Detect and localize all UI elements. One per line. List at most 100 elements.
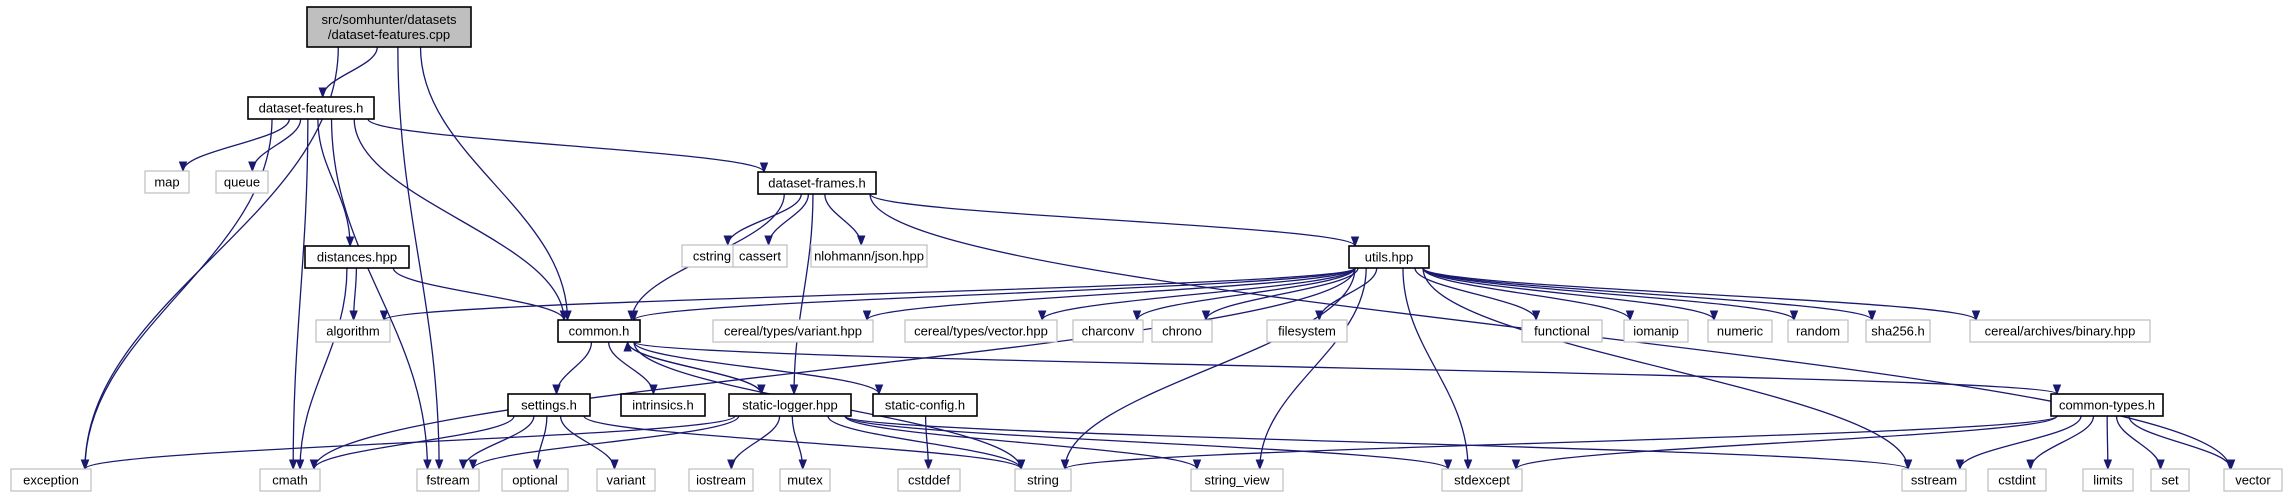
arrowhead-static_logger_hpp-to-fstream (468, 459, 478, 471)
arrowhead-common_types_h-to-limits (2103, 459, 2113, 471)
node-cmath: cmath (259, 468, 321, 492)
edge-utils_hpp-to-algorithm (383, 267, 1356, 321)
node-queue: queue (215, 170, 269, 194)
node-set: set (2150, 468, 2190, 492)
node-label-vector: vector (2235, 473, 2271, 488)
arrowhead-root-to-dataset_features_h (318, 87, 327, 99)
arrowhead-static_logger_hpp-to-exception (80, 459, 90, 471)
node-box-distances_hpp (304, 245, 410, 269)
node-box-string (1014, 468, 1072, 492)
node-static_config_h[interactable]: static-config.h (872, 393, 978, 417)
node-box-queue (215, 170, 269, 194)
node-charconv: charconv (1072, 319, 1144, 343)
arrowhead-common_h-to-intrinsics_h (649, 384, 658, 396)
node-box-cereal_variant (712, 319, 874, 343)
arrowhead-dataset_features_h-to-map (178, 161, 188, 173)
node-box-charconv (1072, 319, 1144, 343)
node-label-exception: exception (23, 473, 79, 488)
edge-static_logger_hpp-to-string (827, 415, 1022, 470)
node-box-optional (501, 468, 569, 492)
edge-dataset_frames_h-to-json_hpp (824, 193, 862, 246)
arrowhead-common_types_h-to-sstream (1955, 459, 1965, 471)
node-box-root (306, 6, 472, 48)
node-box-mutex (779, 468, 831, 492)
node-label-map: map (154, 175, 179, 190)
node-intrinsics_h[interactable]: intrinsics.h (620, 393, 706, 417)
arrowhead-dataset_frames_h-to-json_hpp (856, 235, 866, 247)
edge-settings_h-to-string (583, 415, 1022, 470)
node-box-utils_hpp (1348, 245, 1430, 269)
edge-common_types_h-to-cstdint (2029, 415, 2095, 470)
node-label-cereal_variant: cereal/types/variant.hpp (724, 324, 862, 339)
edge-common_h-to-settings_h (555, 341, 593, 395)
node-sha256_h: sha256.h (1865, 319, 1931, 343)
node-label-cstring: cstring (693, 249, 731, 264)
node-dataset_features_h[interactable]: dataset-features.h (247, 96, 375, 120)
node-label-cstddef: cstddef (908, 473, 950, 488)
arrowhead-settings_h-to-fstream (458, 459, 468, 471)
arrowhead-common_h-to-common_types_h (2052, 384, 2062, 396)
node-root[interactable]: src/somhunter/datasets/dataset-features.… (306, 6, 472, 48)
arrowhead-distances_hpp-to-algorithm (349, 310, 358, 322)
node-filesystem: filesystem (1266, 319, 1348, 343)
arrowhead-utils_hpp-to-sha256_h (1867, 310, 1877, 322)
node-label-distances_hpp: distances.hpp (317, 250, 397, 265)
arrowhead-static_logger_hpp-to-stdexcept (1443, 459, 1453, 471)
edge-common_types_h-to-set (2115, 415, 2162, 470)
node-box-sstream (1901, 468, 1967, 492)
node-label-settings_h: settings.h (521, 398, 577, 413)
node-string_view: string_view (1190, 468, 1284, 492)
node-label-static_config_h: static-config.h (885, 398, 965, 413)
node-box-iostream (688, 468, 754, 492)
node-static_logger_hpp[interactable]: static-logger.hpp (728, 393, 852, 417)
edge-utils_hpp-to-cmath (313, 267, 1356, 470)
node-label-root: src/somhunter/datasets (321, 12, 457, 27)
node-label-stdexcept: stdexcept (1454, 473, 1510, 488)
arrowhead-common_h-to-static_config_h (874, 384, 884, 396)
node-common_types_h[interactable]: common-types.h (2050, 393, 2164, 417)
edge-common_h-to-common_types_h (633, 341, 2058, 395)
node-sstream: sstream (1901, 468, 1967, 492)
node-utils_hpp[interactable]: utils.hpp (1348, 245, 1430, 269)
node-label-dataset_frames_h: dataset-frames.h (768, 176, 866, 191)
node-common_h[interactable]: common.h (557, 319, 641, 343)
node-map: map (144, 170, 190, 194)
arrowhead-static_logger_hpp-to-sstream (1903, 459, 1913, 471)
node-label-variant: variant (606, 473, 645, 488)
node-exception: exception (10, 468, 92, 492)
node-label-cstdint: cstdint (1998, 473, 2036, 488)
node-distances_hpp[interactable]: distances.hpp (304, 245, 410, 269)
node-cereal_vector: cereal/types/vector.hpp (904, 319, 1058, 343)
arrowhead-utils_hpp-to-chrono (1201, 310, 1211, 322)
node-box-common_types_h (2050, 393, 2164, 417)
arrowhead-dataset_features_h-to-cmath (288, 459, 298, 471)
node-box-cmath (259, 468, 321, 492)
node-dataset_frames_h[interactable]: dataset-frames.h (757, 171, 877, 195)
node-label-dataset_features_h: dataset-features.h (259, 101, 364, 116)
arrowhead-utils_hpp-to-functional (1531, 310, 1541, 322)
edge-dataset_features_h-to-distances_hpp (317, 118, 351, 247)
node-chrono: chrono (1151, 319, 1213, 343)
node-label-cereal_vector: cereal/types/vector.hpp (914, 324, 1048, 339)
arrowhead-settings_h-to-optional (532, 459, 542, 471)
node-label-cmath: cmath (272, 473, 307, 488)
arrowhead-dataset_features_h-to-distances_hpp (345, 236, 355, 248)
arrowhead-root-to-fstream (434, 459, 444, 471)
node-settings_h[interactable]: settings.h (507, 393, 591, 417)
arrowhead-dataset_frames_h-to-cstring (723, 235, 732, 247)
node-label-utils_hpp: utils.hpp (1365, 250, 1413, 265)
node-cereal_binary: cereal/archives/binary.hpp (1969, 319, 2151, 343)
node-box-iomanip (1623, 319, 1689, 343)
arrowhead-settings_h-to-cmath (309, 459, 319, 471)
node-box-dataset_features_h (247, 96, 375, 120)
arrowhead-static_logger_hpp-to-string (1016, 459, 1026, 471)
node-box-dataset_frames_h (757, 171, 877, 195)
arrowhead-dataset_frames_h-to-static_logger_hpp (789, 384, 799, 396)
arrowhead-utils_hpp-to-iomanip (1625, 310, 1635, 322)
node-box-stdexcept (1441, 468, 1523, 492)
arrowhead-distances_hpp-to-common_h (559, 310, 569, 322)
edge-static_logger_hpp-to-fstream (472, 415, 740, 470)
node-label-charconv: charconv (1082, 324, 1135, 339)
arrowhead-common_h-to-settings_h (552, 384, 561, 396)
dependency-edges (80, 46, 2236, 471)
